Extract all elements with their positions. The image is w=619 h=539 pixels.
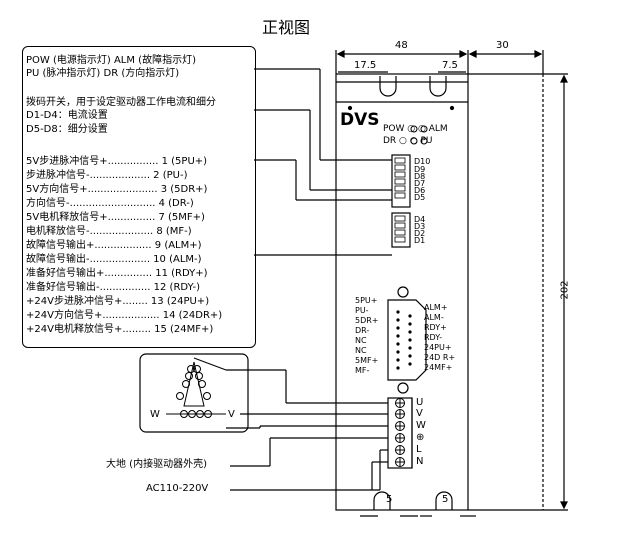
dim-height-202: 202 [559,280,571,300]
connector-pin-label: NC [355,336,367,345]
legend-leds-line2: PU (脉冲指示灯) DR (方向指示灯) [26,68,180,79]
dip-label: D1 [414,236,426,245]
dip-label: D7 [414,179,426,188]
connector-pin-label: ALM- [424,313,444,322]
signal-row: +24V方向信号+.................. 14 (24DR+) [26,310,223,321]
terminal-label: U [416,397,424,408]
connector-pin-label: PU- [355,306,369,315]
dsub-pins [396,310,412,370]
dim-hole-17-5: 17.5 [354,60,377,71]
driver-model: DVS [340,110,380,130]
signal-row: +24V步进脉冲信号+........ 13 (24PU+) [26,296,210,307]
terminal-label: ⊕ [416,432,425,443]
connector-pin-label: 24D R+ [424,353,456,362]
signal-row: 5V方向信号+...................... 3 (5DR+) [26,184,208,195]
connector-pin-label: 5PU+ [355,296,378,305]
led-label-row1: POW ○ ○ ALM [383,124,448,134]
connector-pin-label: RDY+ [424,323,447,332]
connector-pin-label: NC [355,346,367,355]
legend-box [22,46,256,348]
signal-row: 步进脉冲信号-................... 2 (PU-) [26,170,188,181]
status-leds [410,125,428,145]
dim-bottom-5-left: 5 [386,494,393,505]
signal-row: 故障信号输出+.................. 9 (ALM+) [26,240,202,251]
signal-row: 故障信号输出-................... 10 (ALM-) [26,254,202,265]
motor-windings-icon [166,357,227,418]
signal-row: 电机释放信号-.................... 8 (MF-) [26,226,192,237]
dip-label: D6 [414,186,426,195]
legend-dip-subdivision: D5-D8：细分设置 [26,124,108,135]
terminal-label: L [416,444,422,455]
motor-w-label: W [150,409,160,420]
earth-label: 大地 (内接驱动器外壳) [106,459,207,470]
connector-pin-label: RDY- [424,333,443,342]
connector-pin-label: ALM+ [424,303,448,312]
dim-width-48: 48 [395,40,408,51]
signal-row: +24V电机释放信号+......... 15 (24MF+) [26,324,214,335]
dip-label: D5 [414,193,426,202]
legend-dip-current: D1-D4：电流设置 [26,110,108,121]
signal-row: 准备好信号输出+............... 11 (RDY+) [26,268,208,279]
terminal-label: W [416,420,426,431]
dim-width-30: 30 [496,40,509,51]
dip-label: D4 [414,215,426,224]
signal-row: 5V电机释放信号+............... 7 (5MF+) [26,212,205,223]
signal-row: 准备好信号输出-................ 12 (RDY-) [26,282,200,293]
dim-hole-7-5: 7.5 [442,60,458,71]
signal-row: 方向信号-........................... 4 (DR-) [26,198,194,209]
connector-pin-label: 24MF+ [424,363,453,372]
driver-body-outline [335,73,469,511]
terminal-screws [395,398,405,467]
legend-leds-line1: POW (电源指示灯) ALM (故障指示灯) [26,55,196,66]
power-label: AC110-220V [146,483,209,494]
terminal-label: V [416,408,423,419]
led-label-row2: DR ○ ○ PU [383,136,433,146]
connector-pin-label: MF- [355,366,370,375]
dip-label: D8 [414,172,426,181]
connector-pin-label: DR- [355,326,370,335]
dip-switches [394,157,406,243]
dip-label: D2 [414,229,426,238]
connector-pin-label: 24PU+ [424,343,452,352]
signal-row: 5V步进脉冲信号+................ 1 (5PU+) [26,156,208,167]
motor-v-label: V [228,409,235,420]
legend-dip-title: 拨码开关，用于设定驱动器工作电流和细分 [26,97,216,108]
dip-label: D10 [414,157,431,166]
connector-pin-label: 5DR+ [355,316,379,325]
connector-pin-label: 5MF+ [355,356,379,365]
dip-label: D3 [414,222,426,231]
dip-label: D9 [414,165,426,174]
terminal-label: N [416,456,424,467]
dim-bottom-5-right: 5 [442,494,449,505]
page-title: 正视图 [262,18,311,37]
